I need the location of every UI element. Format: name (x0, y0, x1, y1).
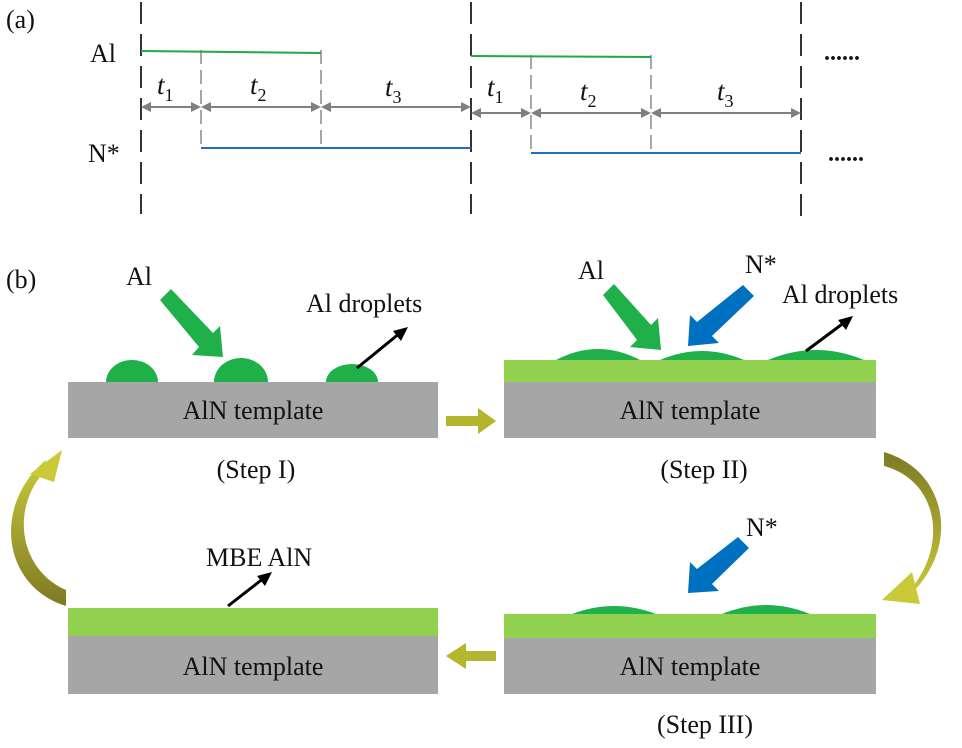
step3-substrate (504, 638, 876, 694)
step3-template-label: AlN template (620, 652, 761, 681)
step3-film (504, 614, 876, 638)
step1-droplet-2 (214, 358, 268, 382)
t1-label-2: t1 (487, 72, 504, 107)
al-label: Al (90, 39, 116, 68)
step3-to-step4-arrow (446, 643, 496, 669)
step2-to-step3-curve (884, 452, 942, 595)
step2-al-label: Al (578, 256, 604, 285)
step1-droplets-label: Al droplets (306, 289, 422, 318)
step2-pointer-head (838, 316, 853, 330)
t2-label-2: t2 (580, 76, 597, 111)
n-label: N* (88, 139, 120, 168)
step3-droplet-2 (722, 605, 810, 614)
step2-n-label: N* (745, 250, 777, 279)
panel-b-label: (b) (6, 265, 36, 294)
al-supply-line-1 (140, 50, 322, 54)
t3-label: t3 (385, 72, 402, 107)
step1-to-step2-arrow (446, 408, 496, 434)
step4-film (68, 608, 438, 636)
step2-droplet-1 (556, 349, 640, 360)
step1-caption: (Step I) (217, 455, 296, 484)
step3-n-label: N* (746, 513, 778, 542)
step4-pointer-head (257, 572, 272, 586)
step-4: AlN template MBE AlN (68, 543, 438, 694)
t1-label: t1 (157, 70, 174, 105)
step1-template-label: AlN template (183, 396, 324, 425)
step3-droplet-1 (572, 606, 656, 614)
step4-mbe-pointer (227, 576, 265, 608)
step4-to-step1-curve (11, 460, 66, 606)
step2-film (504, 360, 876, 382)
panel-b: (b) Al AlN template Al droplets (Step I)… (6, 250, 942, 739)
step1-substrate (68, 382, 438, 438)
al-supply-line-2 (470, 55, 652, 58)
step1-pointer-head (393, 327, 408, 341)
step2-al-arrow (603, 284, 661, 350)
step2-droplet-3 (768, 350, 864, 360)
step1-al-label: Al (126, 262, 152, 291)
step2-substrate (504, 382, 876, 438)
panel-a-label: (a) (6, 5, 35, 34)
step2-droplet-2 (660, 351, 744, 360)
step4-template-label: AlN template (183, 652, 324, 681)
step-2: Al N* AlN template Al droplets (Step II) (504, 250, 898, 484)
panel-a: (a) Al N* t1 t2 t3 t1 t2 t3 ...... (6, 2, 864, 218)
t2-label: t2 (250, 70, 267, 105)
ellipsis-top: ...... (824, 40, 860, 66)
step3-caption: (Step III) (657, 710, 753, 739)
step1-al-arrow (160, 289, 223, 357)
step4-substrate (68, 636, 438, 694)
step3-n-arrow (688, 537, 749, 593)
step4-to-step1-head (30, 450, 62, 482)
step4-mbe-label: MBE AlN (206, 543, 312, 572)
step2-template-label: AlN template (620, 396, 761, 425)
step1-droplet-3 (326, 364, 378, 382)
step2-caption: (Step II) (660, 455, 747, 484)
step1-droplet-pointer (356, 331, 401, 370)
step2-to-step3-head (882, 572, 920, 604)
step2-droplet-pointer (805, 320, 846, 353)
step1-droplet-1 (106, 360, 158, 382)
ellipsis-bottom: ...... (828, 141, 864, 167)
step2-droplets-label: Al droplets (782, 280, 898, 309)
step2-n-arrow (688, 285, 754, 346)
step-3: N* AlN template (Step III) (504, 513, 876, 739)
step-1: Al AlN template Al droplets (Step I) (68, 262, 438, 484)
t3-label-2: t3 (717, 76, 734, 111)
